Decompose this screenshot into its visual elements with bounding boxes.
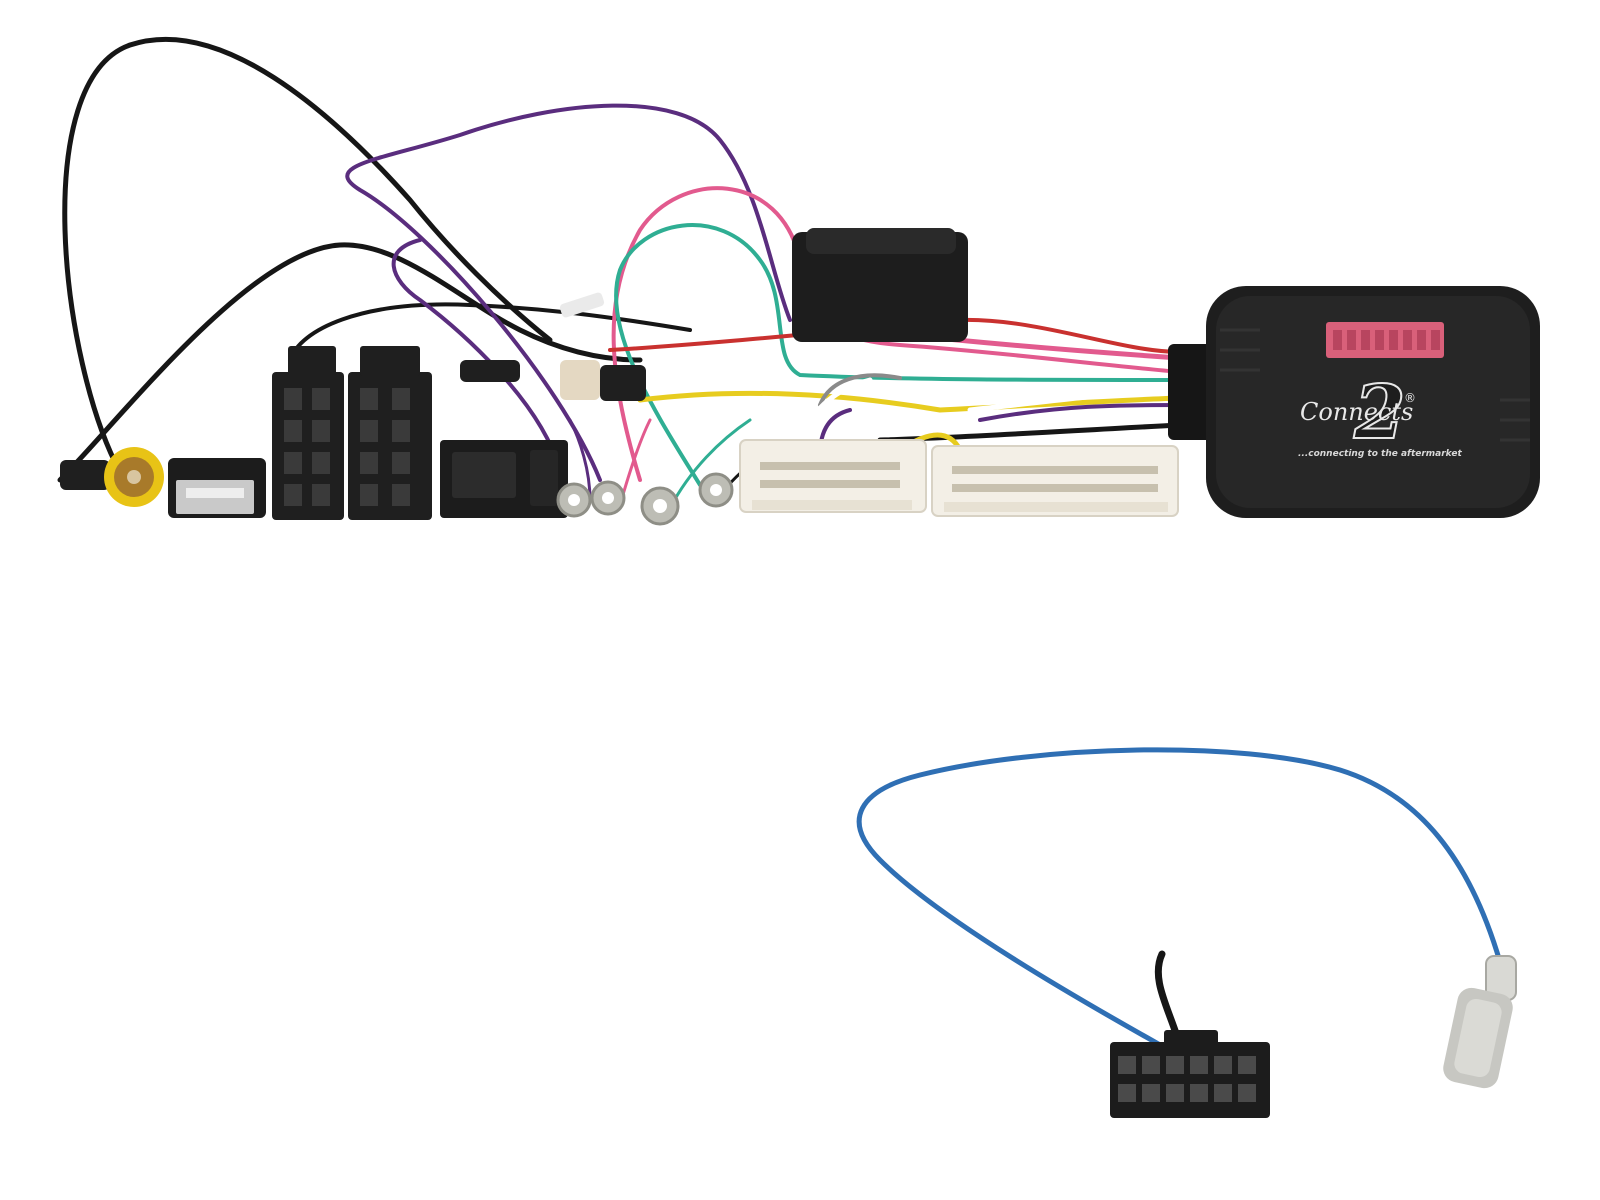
inline-module [792,228,968,342]
black-wire-loop-2 [57,242,643,483]
bundle-black [877,422,1183,443]
rca-jack [60,447,164,507]
antenna-plug [1443,955,1517,1089]
purple-wire-2 [391,238,562,472]
white-connector-large [931,445,1179,517]
interface-box: 2 Connects ® ...connecting to the afterm… [1168,286,1540,518]
usb-plug [168,458,266,518]
bundle-white [967,387,1183,413]
harness-wires [57,37,1183,510]
dip-switch-toggles [1333,330,1440,350]
blue-wire [856,747,1503,1049]
bundle-gray [818,373,902,407]
black-connector [440,440,568,518]
ring-wire-3 [668,418,752,510]
12-pin-connector [1110,1030,1270,1118]
iso-connector-speaker [348,346,432,520]
ring-terminals [556,472,734,526]
brand-tagline: ...connecting to the aftermarket [1298,449,1462,459]
green-wire-loop [614,223,1182,487]
brand-word: Connects [1300,398,1413,426]
bundle-purple [978,403,1182,422]
white-connector-small [739,439,927,513]
trademark-symbol: ® [1404,391,1416,405]
bundle-yellow [637,390,1183,413]
dip-switch [1326,322,1444,358]
heat-shrink-sleeves [460,292,646,401]
black-wire-rca-loop [62,37,553,475]
antenna-lead [856,747,1503,1050]
brand-number: 2 [1353,370,1406,456]
iso-connector-power [272,346,344,520]
ring-wire-1 [568,418,592,502]
purple-wire-loop [345,103,792,482]
